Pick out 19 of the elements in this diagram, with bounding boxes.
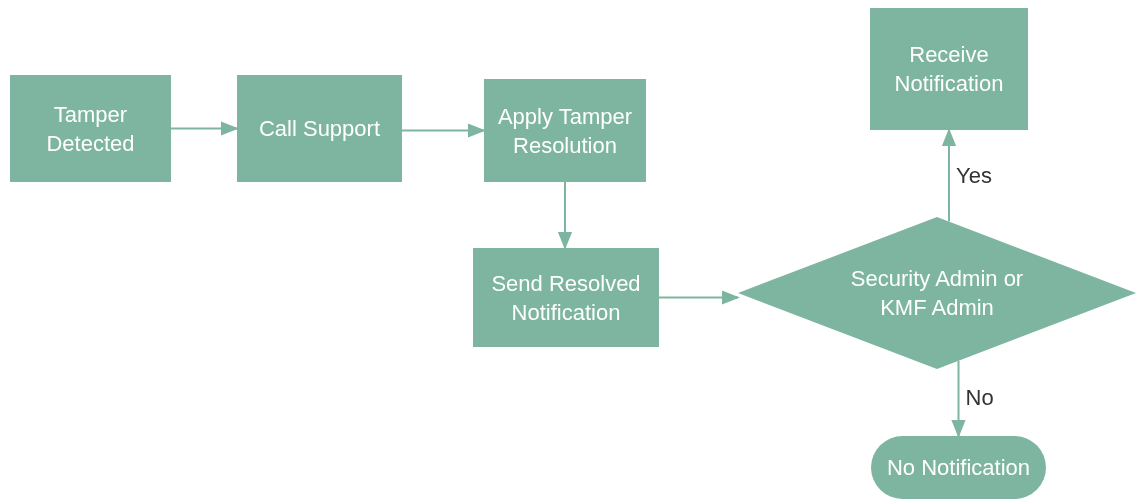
node-label: Send Resolved Notification — [490, 269, 642, 327]
node-label: Call Support — [257, 115, 382, 143]
node-label: Receive Notification — [893, 41, 1005, 98]
node-label: No Notification — [885, 454, 1032, 482]
arrow — [658, 290, 740, 305]
node-label: Tamper Detected — [45, 100, 136, 158]
node-label: Security Admin or KMF Admin — [849, 265, 1025, 322]
process-box — [473, 248, 659, 347]
arrow — [557, 181, 573, 250]
arrow — [941, 128, 957, 223]
arrow — [951, 359, 966, 438]
arrow — [170, 121, 239, 136]
process-box — [484, 79, 646, 182]
process-box — [237, 75, 402, 182]
decision-diamond — [738, 217, 1136, 369]
node-label: Apply Tamper Resolution — [496, 102, 634, 160]
process-box — [870, 8, 1028, 130]
arrow — [401, 123, 486, 138]
process-box — [10, 75, 171, 182]
